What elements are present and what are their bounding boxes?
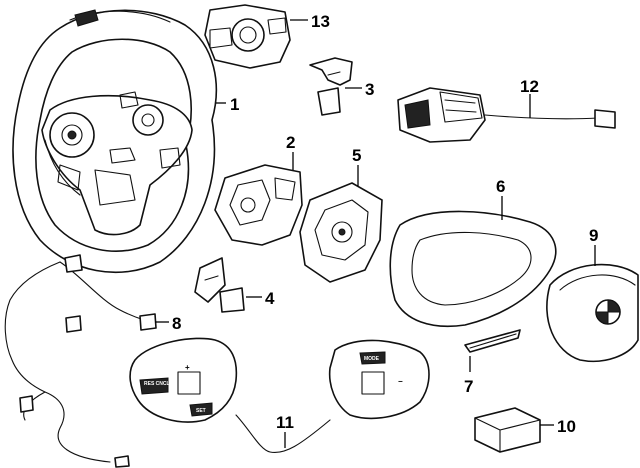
box-part-10 — [474, 407, 541, 453]
callout-10: 10 — [557, 417, 576, 436]
res-cncl-button-label: RES CNCL — [144, 381, 170, 387]
plus-label-left: + — [185, 363, 190, 372]
callout-6: 6 — [496, 177, 505, 196]
steering-wheel — [12, 9, 218, 274]
callout-1: 1 — [230, 95, 239, 114]
callout-3: 3 — [365, 80, 374, 99]
callout-13: 13 — [311, 12, 330, 31]
switch-part-4 — [194, 257, 245, 313]
mode-button-label: MODE — [364, 356, 380, 362]
callout-4: 4 — [265, 289, 275, 308]
callout-7: 7 — [464, 377, 473, 396]
callout-5: 5 — [352, 146, 361, 165]
callout-12: 12 — [520, 77, 539, 96]
multifunction-switches-11: RES CNCL SET MODE + − — [129, 337, 430, 454]
callout-2: 2 — [286, 133, 295, 152]
minus-label-right: − — [398, 377, 403, 386]
callout-9: 9 — [589, 226, 598, 245]
trim-cover-6 — [389, 210, 557, 328]
set-button-label: SET — [196, 408, 206, 414]
airbag-module-9 — [546, 263, 639, 363]
armature-plate-5 — [299, 182, 383, 283]
clock-spring — [204, 4, 291, 69]
callout-11: 11 — [276, 413, 294, 432]
trim-strip-7 — [464, 329, 521, 353]
wiring-harness-8 — [4, 254, 157, 468]
switch-with-harness — [397, 87, 616, 143]
mounting-bracket-2 — [214, 164, 303, 246]
callout-8: 8 — [172, 314, 181, 333]
bracket-part-3 — [309, 57, 353, 116]
